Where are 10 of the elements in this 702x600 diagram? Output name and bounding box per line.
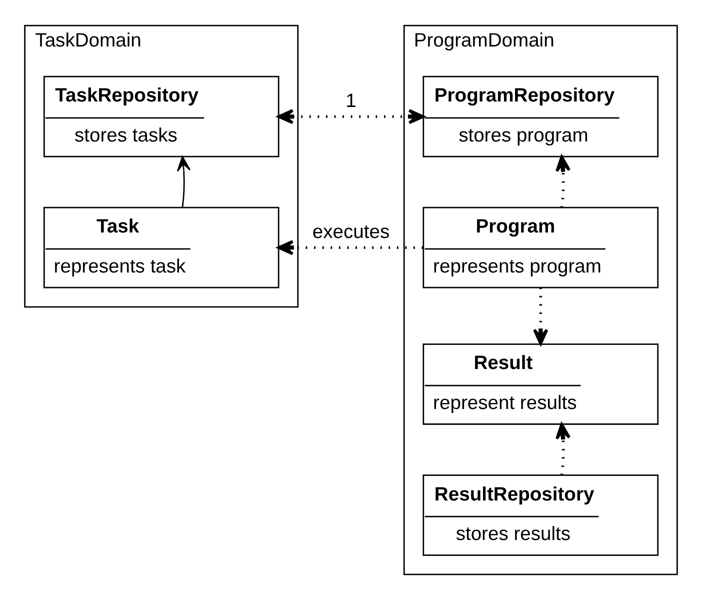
arrow [555, 422, 571, 476]
arrow [533, 288, 548, 346]
edge-label: executes [312, 222, 390, 244]
arrow [176, 156, 191, 208]
node-box: Task represents task [43, 206, 280, 288]
arrow [555, 155, 571, 208]
arrow [277, 108, 424, 124]
node-box: TaskRepository stores tasks [43, 76, 280, 158]
edge-label: 1 [346, 91, 356, 112]
arrow [277, 240, 424, 256]
